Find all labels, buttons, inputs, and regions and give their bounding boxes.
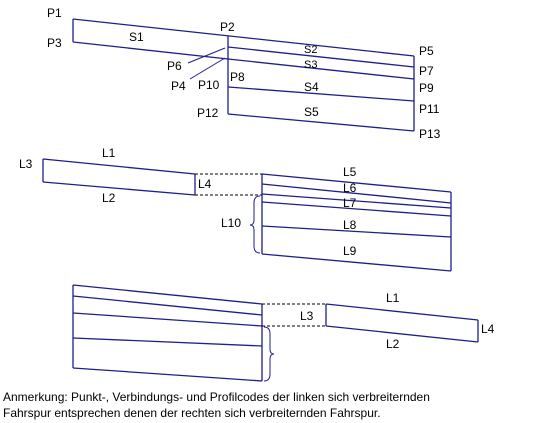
brace-diagram3 [263, 326, 275, 382]
edge-p1-p5 [72, 18, 415, 57]
lane-left-top [42, 158, 196, 175]
diagram-lines-widening-left [72, 284, 479, 382]
brace-l10 [249, 195, 261, 254]
line-label-l1: L1 [102, 146, 116, 160]
segment-label-s3: S3 [304, 59, 317, 71]
diagram-points-segments [72, 18, 415, 132]
wide-left-bottom [72, 367, 263, 382]
point-label-p6: P6 [167, 59, 182, 73]
wide-left-4 [72, 337, 263, 347]
line-label-l9: L9 [343, 244, 357, 258]
line-label-l3-d3: L3 [300, 309, 314, 323]
segment-label-s2: S2 [304, 44, 317, 56]
point-label-p10: P10 [198, 78, 220, 92]
diagram2-dashed-gap [195, 173, 262, 196]
line-label-l6: L6 [343, 181, 357, 195]
lane-right-l9 [261, 253, 452, 272]
lane-left-bottom [42, 181, 196, 196]
point-label-p12: P12 [197, 106, 219, 120]
line-label-l4: L4 [198, 177, 212, 191]
point-label-p2: P2 [220, 20, 235, 34]
edge-p10-p9 [227, 86, 415, 102]
line-label-l10: L10 [221, 216, 241, 230]
line-label-l3: L3 [19, 157, 33, 171]
lane-right-l8 [261, 225, 452, 238]
leader-p4 [189, 57, 226, 80]
lane-right-l7 [261, 193, 452, 209]
wide-left-2 [72, 295, 263, 316]
wide-left-top [72, 284, 263, 305]
line-label-l2: L2 [102, 191, 116, 205]
edge-s2-s3 [227, 46, 415, 68]
lane-right-l6 [261, 183, 452, 204]
line-label-l5: L5 [343, 165, 357, 179]
point-label-p8: P8 [230, 70, 245, 84]
point-label-p1: P1 [47, 6, 62, 20]
line-label-l8: L8 [343, 218, 357, 232]
point-label-p13: P13 [419, 127, 441, 141]
segment-label-s1: S1 [129, 30, 144, 44]
leader-p6 [187, 47, 226, 64]
footnote: Anmerkung: Punkt-, Verbindungs- und Prof… [3, 389, 537, 421]
diagram3-labels: L1 L2 L3 L4 [300, 291, 495, 351]
line-label-l7: L7 [343, 196, 357, 210]
point-label-p4: P4 [171, 79, 186, 93]
wide-left-3 [72, 312, 263, 327]
lane-right-l5 [261, 173, 452, 193]
point-label-p3: P3 [47, 36, 62, 50]
line-label-l1-d3: L1 [386, 291, 400, 305]
point-label-p7: P7 [419, 64, 434, 78]
diagram2-labels: L1 L2 L3 L4 L5 L6 L7 L8 L9 L10 [19, 146, 357, 258]
footnote-line-2: Fahrspur entsprechen denen der rechten s… [3, 406, 381, 420]
line-label-l2-d3: L2 [386, 337, 400, 351]
lane-right-l7b [261, 201, 452, 217]
edge-p12-p13 [227, 113, 415, 132]
point-label-p5: P5 [419, 44, 434, 58]
edge-p3-p2 [72, 41, 229, 60]
footnote-line-1: Anmerkung: Punkt-, Verbindungs- und Prof… [3, 390, 430, 404]
edge-s3-s4 [227, 58, 415, 80]
diagram3-dashed-gap [262, 303, 326, 327]
line-label-l4-d3: L4 [481, 322, 495, 336]
point-label-p9: P9 [419, 81, 434, 95]
segment-label-s5: S5 [304, 105, 319, 119]
diagram-lines-widening [42, 158, 452, 272]
segment-label-s4: S4 [304, 80, 319, 94]
point-label-p11: P11 [419, 102, 440, 116]
lane-right-bottom [325, 325, 479, 343]
diagram-points-labels: P1 P3 P2 P6 P4 P8 P10 P12 P5 P7 P9 P11 P… [47, 6, 441, 141]
lane-right-top [325, 303, 479, 321]
